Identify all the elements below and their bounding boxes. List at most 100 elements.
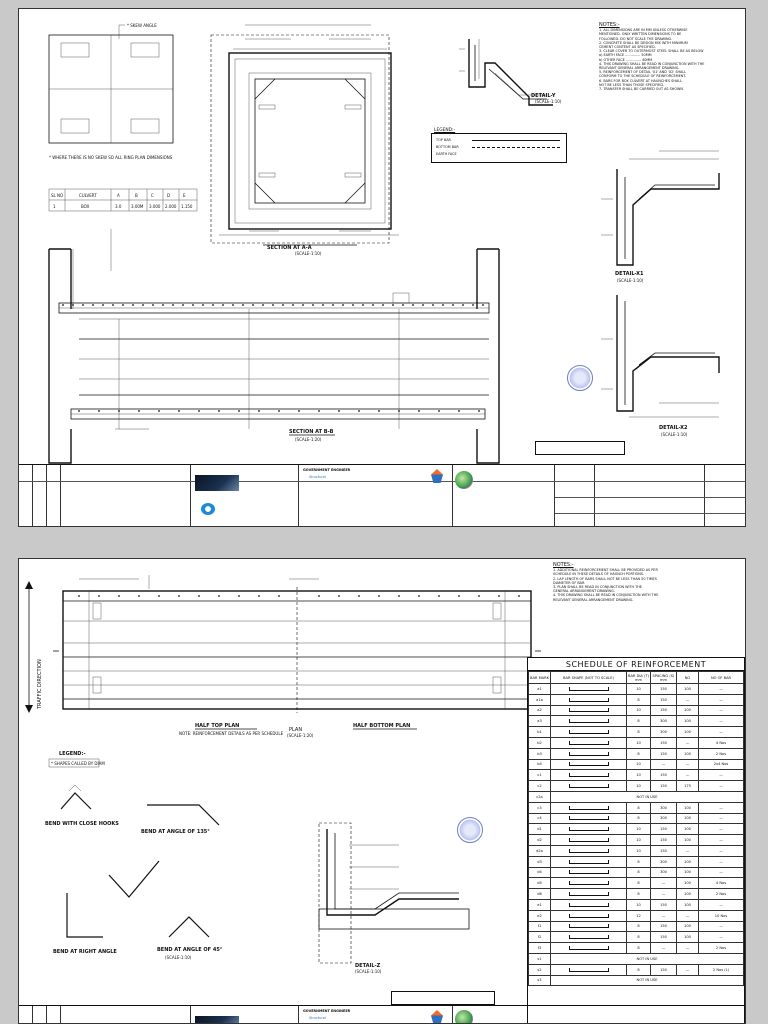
footnote: * WHERE THERE IS NO SKEW SO ALL RING PLA… (49, 155, 173, 160)
note-item: a) EARTH FACE .............. 50MM (599, 53, 652, 58)
legend-line (472, 140, 560, 141)
bar-shape-icon (568, 848, 609, 853)
no-cell: — (676, 758, 699, 771)
svg-text:3.000: 3.000 (149, 204, 161, 209)
bar-dia-cell: 8 (626, 942, 651, 954)
bar-dia-cell: 10 (626, 704, 651, 717)
no-of-bar-cell: — (698, 931, 744, 944)
bar-shape-icon (568, 838, 609, 843)
spacing-cell: 300 (650, 855, 677, 868)
legend-line (472, 147, 560, 148)
bar-dia-cell: 10 (626, 736, 651, 749)
section-bb-bar-dots (62, 304, 484, 412)
note-item: 6. BARS FOR BOX CULVERT AT HAUNCHES SHAL… (599, 78, 682, 83)
legend-sheet-1: LEGEND:- TOP BAR BOTTOM BAR EARTH FACE (431, 128, 567, 163)
no-of-bar-cell: — (698, 844, 744, 857)
legend-item: EARTH FACE (436, 152, 457, 156)
bar-dia-cell: 10 (626, 898, 651, 911)
svg-text:B: B (135, 193, 138, 198)
not-in-use-cell: NOT IN USE (550, 974, 744, 987)
no-of-bar-cell: — (698, 715, 744, 728)
no-cell: — (676, 769, 699, 782)
note-item: 2. LAP LENGTH OF BARS SHALL NOT BE LESS … (553, 576, 657, 581)
schedule-header: BAR MARK (528, 671, 551, 684)
spacing-cell: — (650, 877, 677, 890)
bar-dia-cell: 10 (626, 823, 651, 836)
bar-shape-icon (568, 730, 609, 735)
svg-text:1.150: 1.150 (181, 204, 193, 209)
note-item: GENERAL ARRANGEMENT DRAWING. (553, 589, 615, 594)
sheet-2-drawing: TRAFFIC DIRECTION (25, 575, 541, 974)
project-logo (455, 1010, 473, 1023)
bar-dia-cell: 8 (626, 715, 651, 728)
bar-shape-cell (550, 715, 627, 728)
note-item: SCHEDULE IN THESE DETAILS OF HAUNCH PORT… (553, 572, 645, 577)
svg-text:1: 1 (53, 204, 56, 209)
svg-text:3.0: 3.0 (115, 204, 122, 209)
spacing-cell: 150 (650, 683, 677, 695)
no-cell: — (676, 693, 699, 706)
bar-shape-icon (568, 762, 609, 767)
detail-x1-scale: (SCALE-1:10) (617, 278, 644, 283)
bar-shape-cell (550, 704, 627, 717)
no-of-bar-cell: — (698, 769, 744, 782)
bar-shape-icon (568, 784, 609, 789)
svg-text:A: A (117, 193, 120, 198)
bend-label: BEND AT RIGHT ANGLE (53, 949, 117, 955)
half-bottom-plan-label: HALF BOTTOM PLAN (353, 723, 410, 729)
no-cell: 100 (676, 931, 699, 944)
no-of-bar-cell: — (698, 898, 744, 911)
parameter-table (48, 188, 198, 212)
bend-label: BEND AT ANGLE OF 45° (157, 947, 223, 953)
bar-dia-cell: 10 (626, 834, 651, 846)
bar-shape-cell (550, 693, 627, 706)
bar-mark-cell: d2a (528, 844, 551, 857)
bar-dia-cell: 8 (626, 726, 651, 738)
schedule-header: BAR SHAPE (NOT TO SCALE) (550, 671, 627, 684)
bar-mark-cell: d5 (528, 877, 551, 890)
section-bb-title: SECTION AT B-B (289, 429, 334, 435)
schedule-header: SPACING (S) mm (650, 671, 677, 684)
bar-mark-cell: s3 (528, 974, 551, 987)
bar-mark-cell: d1 (528, 823, 551, 836)
title-block-sheet-1: GOVERNMENT ENGINEER Structural (19, 464, 745, 526)
bar-dia-cell: 8 (626, 963, 651, 976)
bar-shape-icon (568, 967, 609, 972)
not-in-use-cell: NOT IN USE (550, 952, 744, 965)
no-of-bar-cell: — (698, 683, 744, 695)
note-item: 1. ADDITIONAL REINFORCEMENT SHALL BE PRO… (553, 568, 658, 573)
spacing-cell: 300 (650, 812, 677, 825)
bar-shape-icon (568, 913, 609, 918)
bar-shape-cell (550, 898, 627, 911)
no-cell: — (676, 844, 699, 857)
bar-shape-icon (568, 719, 609, 724)
no-cell: 100 (676, 801, 699, 814)
section-aa-title: SECTION AT A-A (267, 245, 312, 251)
notes-heading: NOTES:- (599, 22, 620, 28)
note-item: b) OTHER FACE .............. 40MM (599, 57, 653, 62)
bar-shape-cell (550, 769, 627, 782)
note-item: FOLLOWED. DO NOT SCALE THE DRAWING. (599, 36, 673, 41)
bar-mark-cell: d6 (528, 888, 551, 900)
svg-text:BOX: BOX (81, 204, 90, 209)
no-of-bar-cell: 2 Nos (698, 888, 744, 900)
no-of-bar-cell: — (698, 693, 744, 706)
title-block-sheet-2: GOVERNMENT ENGINEER Structural (19, 1005, 745, 1023)
no-cell: 100 (676, 715, 699, 728)
bar-mark-cell: a2 (528, 704, 551, 717)
approval-text: Structural (309, 1016, 326, 1020)
key-plan (48, 24, 174, 144)
no-of-bar-cell: — (698, 704, 744, 717)
plan-drawing (53, 575, 541, 713)
bar-mark-cell: s2 (528, 963, 551, 976)
schedule-header: NO OF BAR (698, 671, 744, 684)
